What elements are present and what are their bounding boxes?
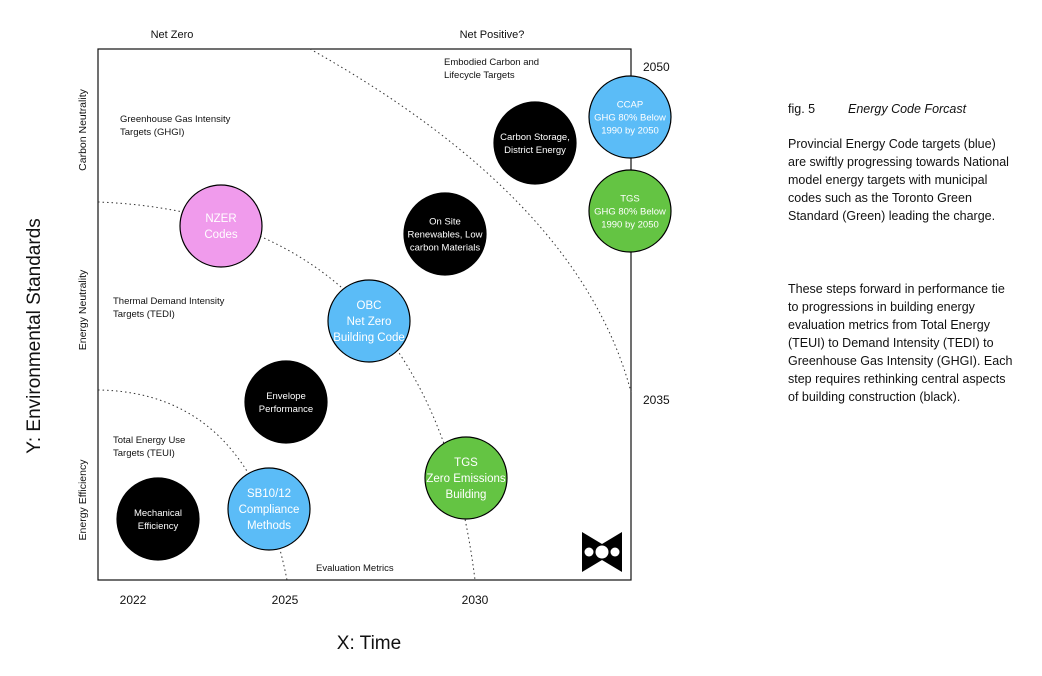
circle-nzer-codes-shape bbox=[179, 184, 263, 268]
circle-carbon-storage: Carbon Storage, District Energy bbox=[493, 101, 577, 185]
figure-title: Energy Code Forcast bbox=[848, 102, 967, 116]
circle-carbon-storage-label-1: District Energy bbox=[504, 145, 566, 156]
circle-sb10-12-label-0: SB10/12 bbox=[247, 488, 291, 500]
y-row-energy-efficiency: Energy Efficiency bbox=[77, 459, 89, 541]
arc-ghgi bbox=[309, 48, 632, 393]
x-tick-2022: 2022 bbox=[120, 593, 147, 607]
circle-ccap-label-2: 1990 by 2050 bbox=[601, 126, 659, 137]
circle-envelope-performance-label-1: Performance bbox=[259, 404, 313, 415]
plot-frame bbox=[97, 48, 632, 581]
circle-tgs-ghg-label-1: GHG 80% Below bbox=[594, 207, 666, 218]
x-tick-2030: 2030 bbox=[462, 593, 489, 607]
caption-paragraph-2: These steps forward in performance tie t… bbox=[788, 282, 1013, 404]
circle-tgs-zero-emissions-label-0: TGS bbox=[454, 457, 478, 469]
circle-mechanical-efficiency-label-1: Efficiency bbox=[138, 521, 179, 532]
circle-ccap-shape bbox=[588, 75, 672, 159]
figure-caption-heading: fig. 5 Energy Code Forcast bbox=[788, 102, 1013, 116]
circle-obc-net-zero-label-1: Net Zero bbox=[347, 316, 392, 328]
top-label-net-positive: Net Positive? bbox=[460, 29, 525, 41]
annotation-ghgi-line-2: Targets (GHGI) bbox=[120, 127, 184, 138]
circle-obc-net-zero-label-0: OBC bbox=[357, 300, 382, 312]
y-row-carbon-neutrality: Carbon Neutrality bbox=[77, 88, 89, 170]
circle-nzer-codes: NZER Codes bbox=[179, 184, 263, 268]
annotation-ghgi-line-1: Greenhouse Gas Intensity bbox=[120, 114, 231, 125]
top-label-net-zero: Net Zero bbox=[151, 29, 194, 41]
circle-on-site-renewables-label-1: Renewables, Low bbox=[408, 230, 483, 241]
circle-tgs-zero-emissions-label-2: Building bbox=[446, 489, 487, 501]
circle-mechanical-efficiency-label-0: Mechanical bbox=[134, 508, 182, 519]
y-axis-title: Y: Environmental Standards bbox=[24, 218, 45, 454]
x-axis-title: X: Time bbox=[337, 633, 401, 654]
circle-tgs-zero-emissions-label-1: Zero Emissions bbox=[426, 473, 505, 485]
circle-carbon-storage-label-0: Carbon Storage, bbox=[500, 132, 570, 143]
circle-tgs-ghg: TGS GHG 80% Below 1990 by 2050 bbox=[588, 169, 672, 253]
annotation-tedi-line-1: Thermal Demand Intensity bbox=[113, 296, 225, 307]
circle-sb10-12-label-2: Methods bbox=[247, 520, 291, 532]
circle-obc-net-zero-label-2: Building Code bbox=[333, 332, 405, 344]
figure-number: fig. 5 bbox=[788, 102, 816, 116]
right-tick-2035: 2035 bbox=[643, 393, 670, 407]
annotation-teui-line-1: Total Energy Use bbox=[113, 435, 185, 446]
circle-ccap: CCAP GHG 80% Below 1990 by 2050 bbox=[588, 75, 672, 159]
annotation-teui-line-2: Targets (TEUI) bbox=[113, 448, 175, 459]
circle-tgs-ghg-label-2: 1990 by 2050 bbox=[601, 220, 659, 231]
circle-tgs-zero-emissions-shape bbox=[424, 436, 508, 520]
circle-on-site-renewables-label-2: carbon Materials bbox=[410, 243, 480, 254]
circle-sb10-12-shape bbox=[227, 467, 311, 551]
circle-on-site-renewables-shape bbox=[403, 192, 487, 276]
logo-mark bbox=[582, 532, 622, 572]
annotation-tedi-line-2: Targets (TEDI) bbox=[113, 309, 175, 320]
circle-on-site-renewables-label-0: On Site bbox=[429, 217, 461, 228]
caption-paragraph-1: Provincial Energy Code targets (blue) ar… bbox=[788, 137, 1009, 223]
y-row-energy-neutrality: Energy Neutrality bbox=[77, 269, 89, 350]
circle-ccap-label-0: CCAP bbox=[617, 100, 643, 111]
circle-ccap-label-1: GHG 80% Below bbox=[594, 113, 666, 124]
circle-nzer-codes-label-1: Codes bbox=[204, 229, 237, 241]
annotation-embodied-line-2: Lifecycle Targets bbox=[444, 70, 515, 81]
circle-tgs-ghg-label-0: TGS bbox=[620, 194, 640, 205]
circle-nzer-codes-label-0: NZER bbox=[205, 213, 236, 225]
arc-teui bbox=[97, 389, 288, 581]
circle-obc-net-zero-shape bbox=[327, 279, 411, 363]
circle-envelope-performance-shape bbox=[244, 360, 328, 444]
circle-tgs-ghg-shape bbox=[588, 169, 672, 253]
x-tick-2025: 2025 bbox=[272, 593, 299, 607]
annotation-evaluation-metrics: Evaluation Metrics bbox=[316, 563, 394, 574]
annotation-embodied-line-1: Embodied Carbon and bbox=[444, 57, 539, 68]
circle-envelope-performance-label-0: Envelope bbox=[266, 391, 306, 402]
circle-carbon-storage-shape bbox=[493, 101, 577, 185]
right-tick-2050: 2050 bbox=[643, 60, 670, 74]
circle-mechanical-efficiency-shape bbox=[116, 477, 200, 561]
circle-sb10-12-label-1: Compliance bbox=[239, 504, 300, 516]
